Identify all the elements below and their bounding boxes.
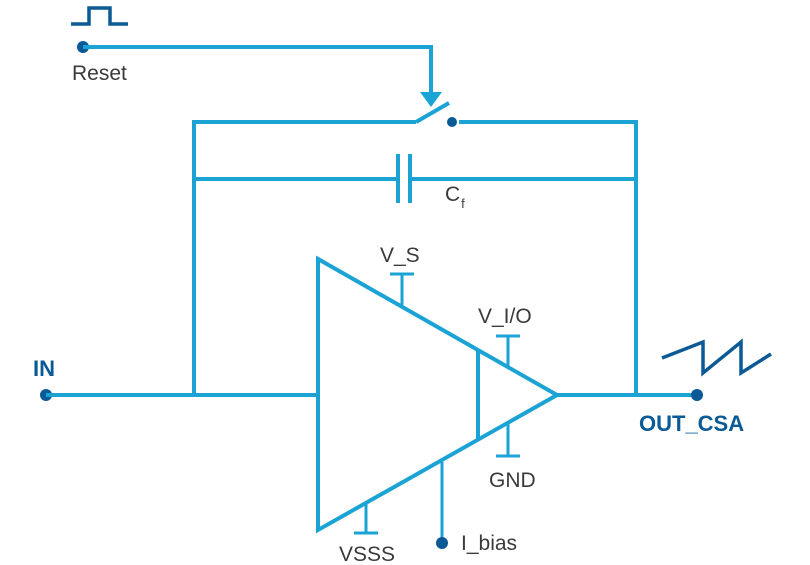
switch-blade — [415, 101, 450, 124]
output-node — [691, 389, 703, 401]
reset-label: Reset — [72, 62, 127, 85]
i-bias-label: I_bias — [461, 532, 517, 555]
in-label: IN — [33, 356, 55, 381]
switch-contact — [447, 117, 457, 127]
out-label: OUT_CSA — [639, 411, 744, 436]
sawtooth-wave-icon — [661, 338, 772, 377]
v-s-label: V_S — [380, 244, 420, 267]
cf-label: Cf — [445, 183, 465, 211]
switch-feedback-wire-left — [192, 120, 416, 395]
reset-wire — [83, 45, 433, 94]
cf-label-sub: f — [461, 196, 465, 211]
cf-label-main: C — [445, 183, 460, 206]
switch-feedback-wire-right — [459, 120, 638, 395]
square-pulse-icon — [71, 6, 128, 26]
gnd-label: GND — [489, 469, 536, 492]
v-io-label: V_I/O — [478, 305, 532, 328]
i-bias-node — [436, 537, 448, 549]
arrow-down-icon — [420, 92, 442, 107]
vsss-label: VSSS — [339, 543, 395, 565]
